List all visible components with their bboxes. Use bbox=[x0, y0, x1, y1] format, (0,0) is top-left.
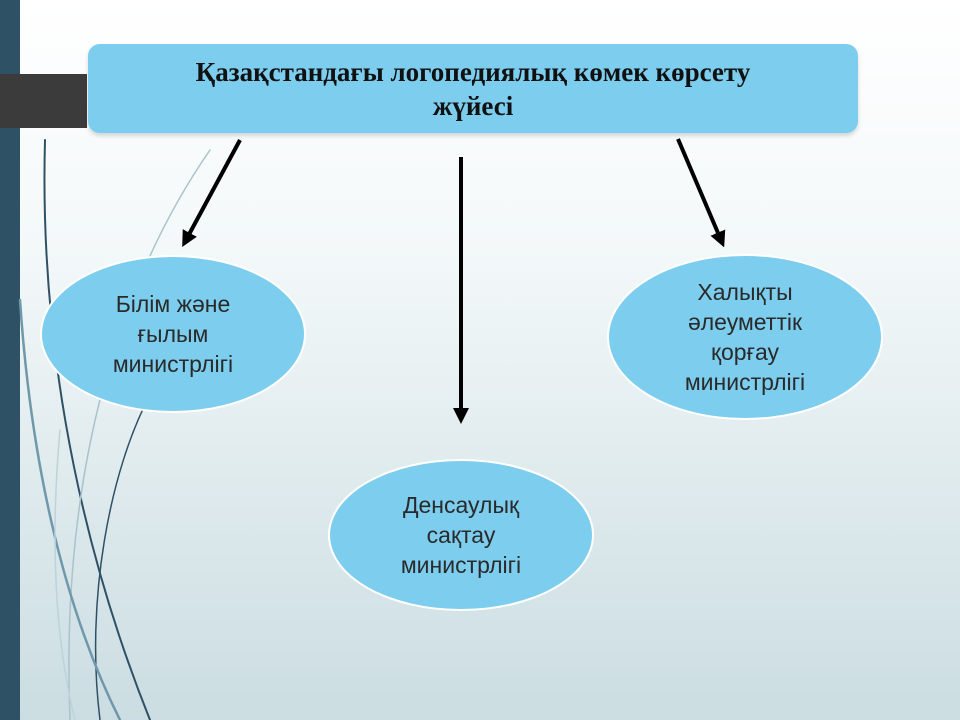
arrow-to-education bbox=[182, 139, 242, 248]
side-accent-bar bbox=[0, 0, 20, 720]
node-social-ministry: Халықты әлеуметтік қорғау министрлігі bbox=[607, 254, 883, 420]
diagram-title: Қазақстандағы логопедиялық көмек көрсету… bbox=[195, 56, 751, 121]
node-health-label: Денсаулық сақтау министрлігі bbox=[400, 492, 522, 578]
side-accent-block bbox=[0, 74, 87, 128]
node-health-ministry: Денсаулық сақтау министрлігі bbox=[328, 459, 594, 611]
node-education-ministry: Білім және ғылым министрлігі bbox=[40, 255, 306, 413]
arrow-to-social bbox=[676, 138, 726, 248]
title-box: Қазақстандағы логопедиялық көмек көрсету… bbox=[88, 44, 858, 133]
node-education-label: Білім және ғылым министрлігі bbox=[112, 291, 234, 377]
node-social-label: Халықты әлеуметтік қорғау министрлігі bbox=[684, 279, 806, 395]
